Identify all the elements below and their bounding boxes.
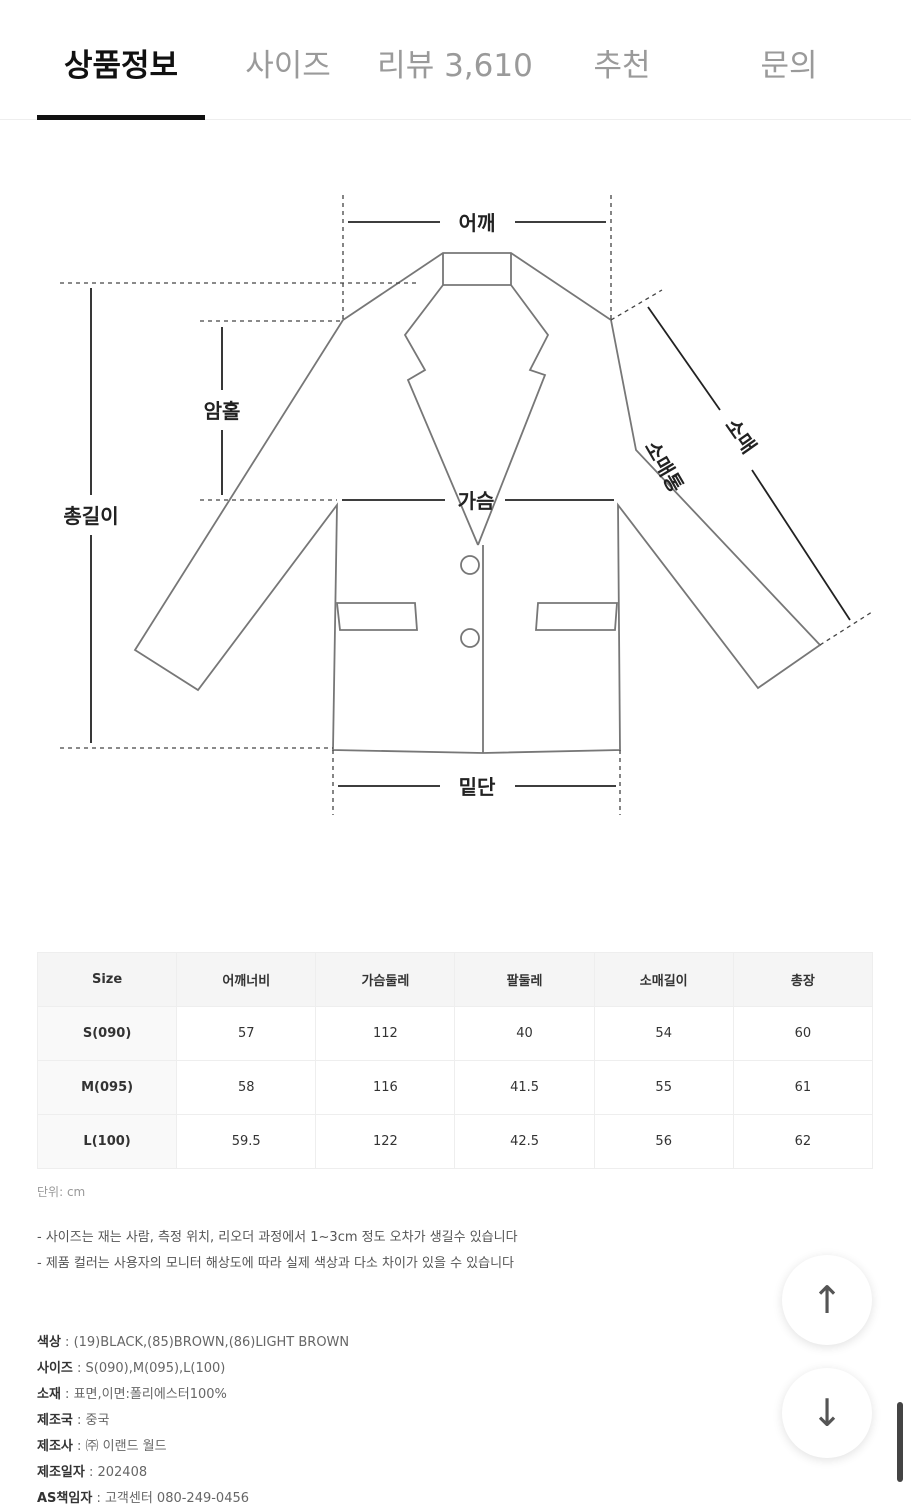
tab-size[interactable]: 사이즈: [245, 48, 331, 84]
table-header-row: Size 어깨너비 가슴둘레 팔둘레 소매길이 총장: [36, 952, 874, 1007]
arrow-up-icon: ↑: [811, 1278, 843, 1322]
tab-product-info[interactable]: 상품정보: [63, 48, 179, 84]
label-shoulder: 어깨: [459, 211, 496, 235]
cell: 116: [315, 1060, 456, 1115]
cell: 112: [315, 1006, 456, 1061]
label-sleeve: 소매: [720, 414, 761, 458]
unit-label: 단위: cm: [37, 1185, 86, 1199]
cell: 55: [593, 1060, 734, 1115]
arrow-down-icon: ↓: [811, 1391, 843, 1435]
info-country: 제조국 : 중국: [37, 1413, 110, 1428]
measure-arrows: [90, 221, 851, 787]
cell: 122: [315, 1114, 456, 1169]
info-as-contact: AS책임자 : 고객센터 080-249-0456: [37, 1491, 250, 1506]
tab-recommend[interactable]: 추천: [593, 48, 651, 84]
cell: 62: [732, 1114, 874, 1169]
guide-lines: [60, 195, 873, 815]
cell: M(095): [36, 1060, 178, 1115]
info-size: 사이즈 : S(090),M(095),L(100): [37, 1361, 226, 1376]
cell: 54: [593, 1006, 734, 1061]
header-chest: 가슴둘레: [315, 952, 456, 1007]
cell: 60: [732, 1006, 874, 1061]
cell: 61: [732, 1060, 874, 1115]
label-armhole: 암홀: [204, 399, 241, 423]
cell: 57: [176, 1006, 317, 1061]
cell: S(090): [36, 1006, 178, 1061]
info-manufacturer: 제조사 : ㈜ 이랜드 월드: [37, 1439, 167, 1454]
header-size: Size: [36, 952, 178, 1007]
label-chest: 가슴: [458, 489, 495, 513]
cell: 58: [176, 1060, 317, 1115]
header-sleeve: 소매길이: [593, 952, 734, 1007]
cell: 40: [454, 1006, 595, 1061]
tab-bar: 상품정보 사이즈 리뷰 3,610 추천 문의: [0, 0, 911, 120]
scroll-down-button[interactable]: ↓: [782, 1368, 872, 1458]
tab-inquiry[interactable]: 문의: [760, 48, 818, 84]
note-color: - 제품 컬러는 사용자의 모니터 해상도에 따라 실제 색상과 다소 차이가 …: [37, 1256, 515, 1271]
header-arm: 팔둘레: [454, 952, 595, 1007]
note-measurement: - 사이즈는 재는 사람, 측정 위치, 리오더 과정에서 1~3cm 정도 오…: [37, 1230, 518, 1245]
label-total-length: 총길이: [63, 504, 118, 528]
tab-reviews[interactable]: 리뷰 3,610: [377, 48, 533, 84]
scrollbar[interactable]: [897, 1402, 903, 1482]
info-color: 색상 : (19)BLACK,(85)BROWN,(86)LIGHT BROWN: [37, 1335, 350, 1350]
cell: 59.5: [176, 1114, 317, 1169]
info-date: 제조일자 : 202408: [37, 1465, 148, 1480]
info-material: 소재 : 표면,이면:폴리에스터100%: [37, 1387, 227, 1402]
header-shoulder: 어깨너비: [176, 952, 317, 1007]
cell: 56: [593, 1114, 734, 1169]
cell: 41.5: [454, 1060, 595, 1115]
active-tab-indicator: [37, 115, 205, 120]
size-diagram: 어깨 암홀 총길이 가슴 밑단 소매 소매통: [60, 195, 873, 815]
scroll-up-button[interactable]: ↑: [782, 1255, 872, 1345]
header-length: 총장: [732, 952, 874, 1007]
label-hem: 밑단: [459, 775, 496, 799]
label-sleeve-width: 소매통: [640, 437, 688, 497]
cell: L(100): [36, 1114, 178, 1169]
cell: 42.5: [454, 1114, 595, 1169]
